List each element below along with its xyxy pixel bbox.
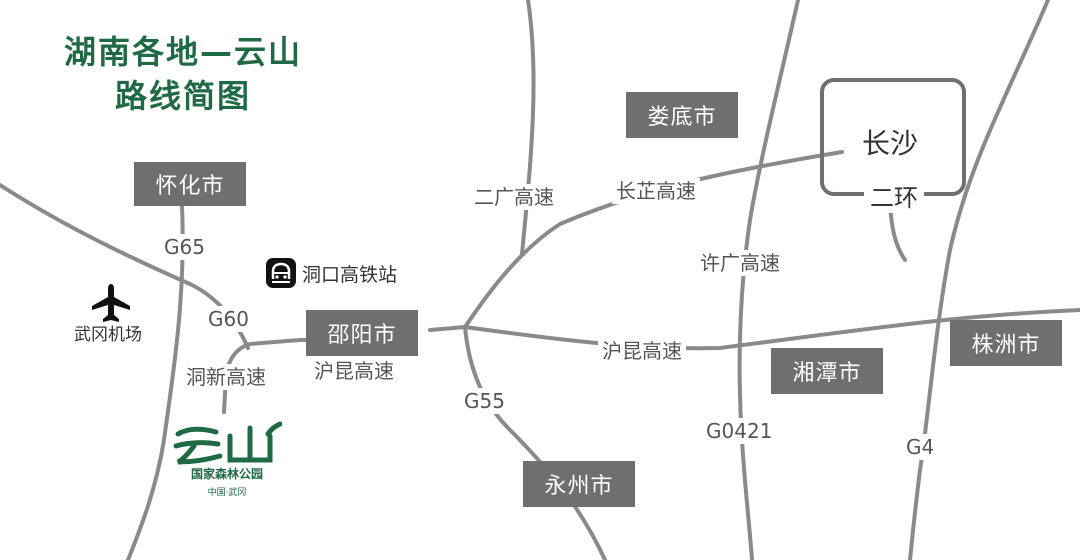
logo-location: 中国·武冈 [207,488,247,498]
label-airport: 武冈机场 [74,325,142,345]
road-changsha-north [888,203,907,262]
changsha-ring-label: 二环 [864,178,924,213]
label-g0421: G0421 [702,418,777,444]
city-huaihua: 怀化市 [134,162,246,206]
label-g55: G55 [460,388,509,414]
road-xuguang [737,0,800,560]
airport-plane-icon [90,282,132,324]
label-g65: G65 [160,234,209,260]
map-title-line1: 湖南各地—云山 [63,33,302,71]
city-yongzhou: 永州市 [523,461,635,507]
road-erguang [520,0,536,256]
city-xiangtan: 湘潭市 [771,348,883,394]
label-hukun-west: 沪昆高速 [310,358,398,384]
road-g4 [908,0,1050,560]
label-erguang: 二广高速 [470,184,558,210]
label-xuguang: 许广高速 [696,250,784,276]
road-g55 [463,325,607,560]
label-changzhi: 长芷高速 [612,178,700,204]
yunshan-logo [172,420,283,504]
station-icon [266,258,296,288]
city-zhuzhou: 株洲市 [950,320,1062,366]
label-g60: G60 [204,306,253,332]
label-dongxin: 洞新高速 [182,364,270,390]
map-title-line2: 路线简图 [114,77,251,115]
city-shaoyang: 邵阳市 [306,310,418,356]
road-hukun-east [428,308,1080,351]
city-changsha: 长沙 [862,127,919,160]
label-g4: G4 [902,434,939,460]
city-loudi: 娄底市 [626,92,738,138]
label-hukun-east: 沪昆高速 [598,338,686,364]
road-changzhi [463,150,844,329]
label-station: 洞口高铁站 [302,264,398,286]
road-g65-north-south [126,204,185,560]
logo-subtitle: 国家森林公园 [190,467,263,481]
map-title: 湖南各地—云山 路线简图 [52,30,314,118]
